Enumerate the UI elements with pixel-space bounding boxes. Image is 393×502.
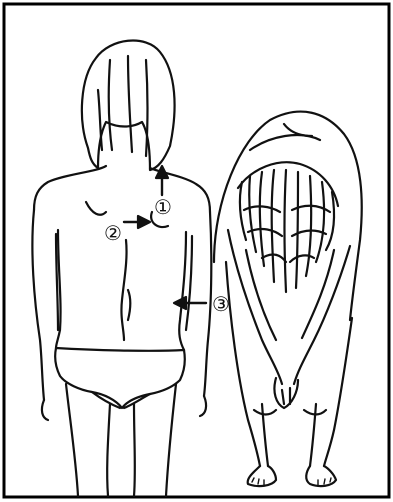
standing-figure-right-leg: [134, 404, 135, 496]
marker-2-label: ②: [104, 221, 122, 245]
figure-frame: [4, 4, 389, 497]
marker-1-label: ①: [154, 195, 172, 219]
marker-3-label: ③: [212, 292, 230, 316]
